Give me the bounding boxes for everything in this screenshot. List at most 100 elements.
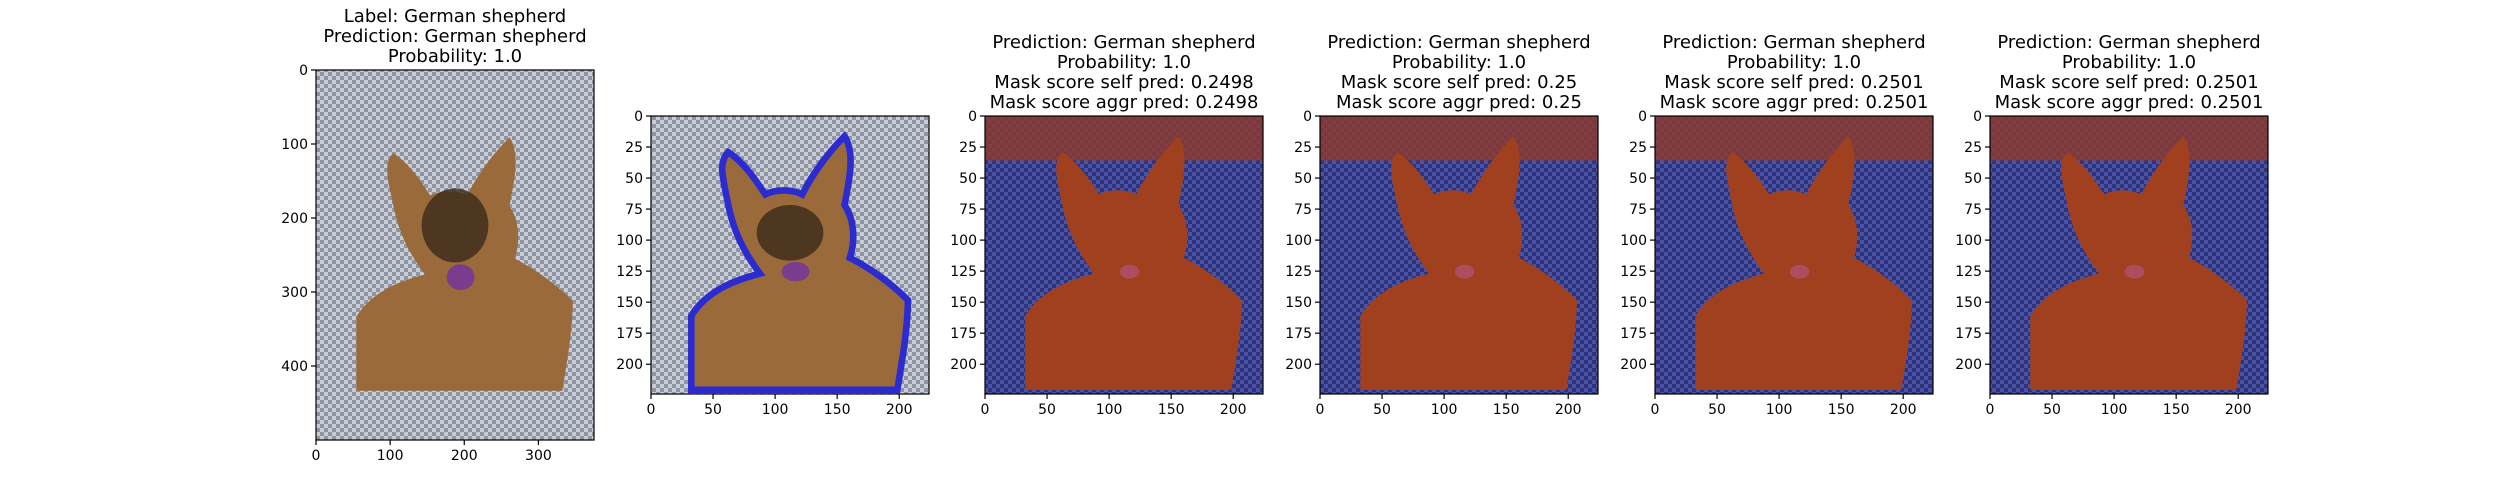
- x-tick-label: 100: [1431, 402, 1458, 418]
- x-tick-label: 50: [1708, 402, 1726, 418]
- y-tick-label: 75: [959, 202, 977, 218]
- x-tick-label: 50: [1038, 402, 1056, 418]
- x-tick-label: 200: [451, 448, 478, 464]
- x-tick-label: 200: [2225, 402, 2252, 418]
- x-tick-label: 150: [1158, 402, 1185, 418]
- subplot-title-line: Mask score aggr pred: 0.2501: [1660, 92, 1929, 113]
- axes-frame: [1989, 115, 2269, 395]
- subplot-title-line: Mask score self pred: 0.2498: [994, 72, 1253, 93]
- y-tick-label: 0: [1638, 109, 1647, 125]
- subplot-title-line: Label: German shepherd: [344, 6, 566, 27]
- subplot-5: Prediction: German shepherdProbability: …: [1620, 32, 1934, 418]
- top-cushion-region: [1320, 116, 1598, 161]
- y-tick-label: 300: [281, 285, 308, 301]
- x-tick-label: 50: [2043, 402, 2061, 418]
- y-tick-label: 400: [281, 359, 308, 375]
- subplot-title-line: Mask score aggr pred: 0.2501: [1995, 92, 2264, 113]
- subplot-title-line: Mask score self pred: 0.2501: [1999, 72, 2258, 93]
- y-tick-label: 175: [1620, 326, 1647, 342]
- x-tick-label: 0: [1316, 402, 1325, 418]
- x-tick-label: 0: [1651, 402, 1660, 418]
- y-tick-label: 50: [959, 171, 977, 187]
- subplot-title-line: Mask score aggr pred: 0.2498: [990, 92, 1259, 113]
- y-tick-label: 150: [1955, 295, 1982, 311]
- dog-face: [421, 188, 489, 263]
- subplot-title-line: Probability: 1.0: [1727, 52, 1861, 73]
- subplot-title-line: Prediction: German shepherd: [323, 26, 586, 47]
- subplot-title-line: Prediction: German shepherd: [1662, 32, 1925, 53]
- x-tick-label: 50: [1373, 402, 1391, 418]
- subplot-title-line: Probability: 1.0: [1057, 52, 1191, 73]
- y-tick-label: 150: [950, 295, 977, 311]
- x-tick-label: 100: [1096, 402, 1123, 418]
- y-tick-label: 175: [950, 326, 977, 342]
- subplot-title-line: Probability: 1.0: [388, 46, 522, 67]
- y-tick-label: 0: [1303, 109, 1312, 125]
- subplot-title-line: Prediction: German shepherd: [992, 32, 1255, 53]
- y-tick-label: 150: [1620, 295, 1647, 311]
- y-tick-label: 75: [1294, 202, 1312, 218]
- x-tick-label: 150: [824, 402, 851, 418]
- x-tick-label: 150: [1828, 402, 1855, 418]
- y-tick-label: 125: [1955, 264, 1982, 280]
- top-cushion-region: [1990, 116, 2268, 161]
- x-tick-label: 200: [886, 402, 913, 418]
- subplot-title-line: Probability: 1.0: [2062, 52, 2196, 73]
- subplot-6: Prediction: German shepherdProbability: …: [1955, 32, 2269, 418]
- dog-tag: [1789, 264, 1810, 279]
- dog-tag: [1119, 264, 1140, 279]
- top-cushion-region: [1655, 116, 1933, 161]
- y-tick-label: 150: [1285, 295, 1312, 311]
- y-tick-label: 50: [625, 171, 643, 187]
- y-tick-label: 125: [616, 264, 643, 280]
- x-tick-label: 150: [2163, 402, 2190, 418]
- y-tick-label: 125: [1620, 264, 1647, 280]
- top-cushion-region: [985, 116, 1263, 161]
- panel-image: [1655, 116, 1933, 394]
- panel-image: [1320, 116, 1598, 394]
- y-tick-label: 175: [1955, 326, 1982, 342]
- x-tick-label: 0: [981, 402, 990, 418]
- dog-tag: [781, 261, 810, 282]
- subplot-title-line: Mask score self pred: 0.25: [1341, 72, 1577, 93]
- axes-frame: [315, 69, 595, 441]
- panel-image: [985, 116, 1263, 394]
- subplot-3: Prediction: German shepherdProbability: …: [950, 32, 1264, 418]
- y-tick-label: 50: [1294, 171, 1312, 187]
- dog-face: [756, 204, 824, 261]
- dog-tag: [2124, 264, 2145, 279]
- y-tick-label: 125: [950, 264, 977, 280]
- y-tick-label: 200: [1620, 357, 1647, 373]
- y-tick-label: 175: [616, 326, 643, 342]
- y-tick-label: 100: [616, 233, 643, 249]
- x-tick-label: 100: [762, 402, 789, 418]
- y-tick-label: 75: [1964, 202, 1982, 218]
- x-tick-label: 0: [312, 448, 321, 464]
- y-tick-label: 200: [950, 357, 977, 373]
- y-tick-label: 100: [281, 137, 308, 153]
- y-tick-label: 0: [634, 109, 643, 125]
- y-tick-label: 200: [1955, 357, 1982, 373]
- subplot-title-line: Probability: 1.0: [1392, 52, 1526, 73]
- y-tick-label: 25: [959, 140, 977, 156]
- y-tick-label: 200: [281, 211, 308, 227]
- y-tick-label: 125: [1285, 264, 1312, 280]
- panel-image: [651, 116, 929, 394]
- y-tick-label: 0: [1973, 109, 1982, 125]
- y-tick-label: 50: [1964, 171, 1982, 187]
- panel-image: [316, 70, 594, 440]
- y-tick-label: 200: [616, 357, 643, 373]
- y-tick-label: 100: [1955, 233, 1982, 249]
- y-tick-label: 200: [1285, 357, 1312, 373]
- x-tick-label: 100: [1766, 402, 1793, 418]
- y-tick-label: 175: [1285, 326, 1312, 342]
- subplot-4: Prediction: German shepherdProbability: …: [1285, 32, 1599, 418]
- x-tick-label: 200: [1890, 402, 1917, 418]
- axes-frame: [650, 115, 930, 395]
- x-tick-label: 0: [647, 402, 656, 418]
- y-tick-label: 100: [1285, 233, 1312, 249]
- y-tick-label: 0: [299, 63, 308, 79]
